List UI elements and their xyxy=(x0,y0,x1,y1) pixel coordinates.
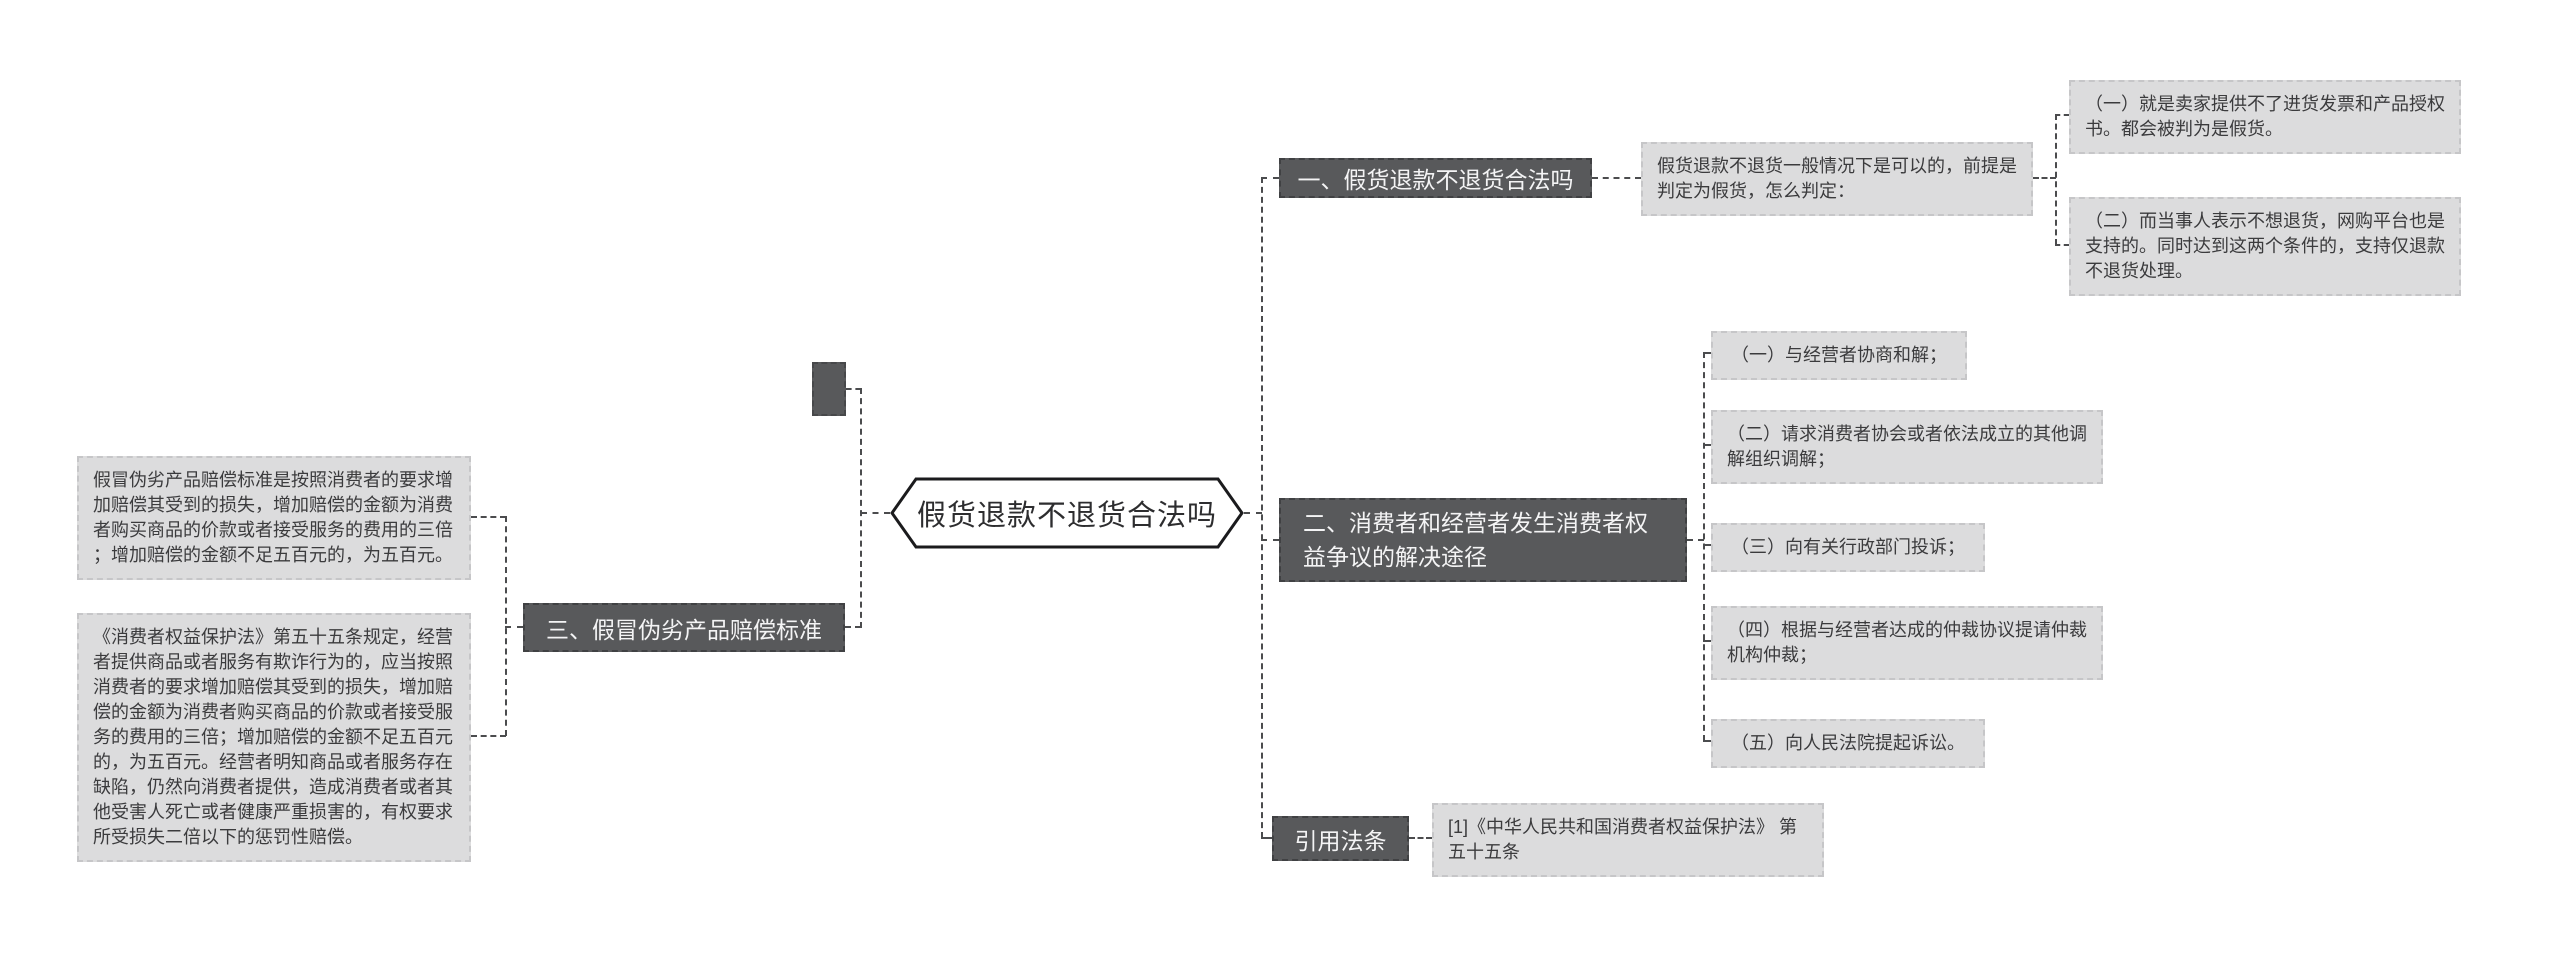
connector-branch3-right xyxy=(845,626,861,628)
branch3-label-node[interactable]: 三、假冒伪劣产品赔偿标准 xyxy=(523,603,845,652)
connector-branch2-point5 xyxy=(1703,740,1711,742)
branch1-point2-node[interactable]: （二）而当事人表示不想退货，网购平台也是支持的。同时达到这两个条件的，支持仅退款… xyxy=(2069,197,2461,296)
connector-branch2-point1 xyxy=(1703,352,1711,354)
branch2-point3-node[interactable]: （三）向有关行政部门投诉； xyxy=(1711,523,1985,572)
root-topic-node[interactable]: 假货退款不退货合法吗 xyxy=(890,477,1244,549)
connector-root-right xyxy=(1244,512,1262,514)
branch2-point1-node[interactable]: （一）与经营者协商和解； xyxy=(1711,331,1967,380)
connector-attachment xyxy=(846,388,861,390)
connector-branch2-point2 xyxy=(1703,444,1711,446)
connector-branch4 xyxy=(1261,837,1272,839)
branch2-point2-node[interactable]: （二）请求消费者协会或者依法成立的其他调解组织调解； xyxy=(1711,410,2103,484)
connector-branch1-subtrunk xyxy=(2033,177,2056,179)
connector-branch2-point3 xyxy=(1703,544,1711,546)
connector-trunk-right xyxy=(1261,177,1263,838)
connector-branch2-subtrunk xyxy=(1687,539,1704,541)
root-hexagon-shape xyxy=(890,477,1244,549)
connector-branch2-point4 xyxy=(1703,640,1711,642)
connector-branch4-point1 xyxy=(1409,837,1432,839)
connector-branch1 xyxy=(1261,177,1279,179)
image-placeholder[interactable] xyxy=(812,362,846,416)
connector-branch1-summary xyxy=(1592,177,1641,179)
branch2-label-node[interactable]: 二、消费者和经营者发生消费者权益争议的解决途径 xyxy=(1279,498,1687,582)
branch1-summary-node[interactable]: 假货退款不退货一般情况下是可以的，前提是判定为假货，怎么判定： xyxy=(1641,142,2033,216)
connector-note-bottom xyxy=(471,735,506,737)
branch2-point4-node[interactable]: （四）根据与经营者达成的仲裁协议提请仲裁机构仲裁； xyxy=(1711,606,2103,680)
connector-trunk-left xyxy=(860,388,862,628)
connector-trunk-branch1 xyxy=(2055,114,2057,245)
branch4-label-node[interactable]: 引用法条 xyxy=(1272,816,1409,861)
branch1-label-node[interactable]: 一、假货退款不退货合法吗 xyxy=(1279,158,1592,198)
root-topic-label: 假货退款不退货合法吗 xyxy=(916,500,1217,532)
connector-root-left xyxy=(861,512,890,514)
connector-branch3-left xyxy=(505,626,523,628)
branch3-note-top[interactable]: 假冒伪劣产品赔偿标准是按照消费者的要求增加赔偿其受到的损失，增加赔偿的金额为消费… xyxy=(77,456,471,580)
branch1-point1-node[interactable]: （一）就是卖家提供不了进货发票和产品授权书。都会被判为是假货。 xyxy=(2069,80,2461,154)
connector-branch1-point2 xyxy=(2055,244,2069,246)
connector-note-top xyxy=(471,516,506,518)
branch2-point5-node[interactable]: （五）向人民法院提起诉讼。 xyxy=(1711,719,1985,768)
branch4-point1-node[interactable]: [1]《中华人民共和国消费者权益保护法》 第五十五条 xyxy=(1432,803,1824,877)
connector-branch2 xyxy=(1261,539,1279,541)
connector-branch1-point1 xyxy=(2055,114,2069,116)
branch3-note-bottom[interactable]: 《消费者权益保护法》第五十五条规定，经营者提供商品或者服务有欺诈行为的，应当按照… xyxy=(77,613,471,862)
connector-trunk-branch2 xyxy=(1703,352,1705,741)
